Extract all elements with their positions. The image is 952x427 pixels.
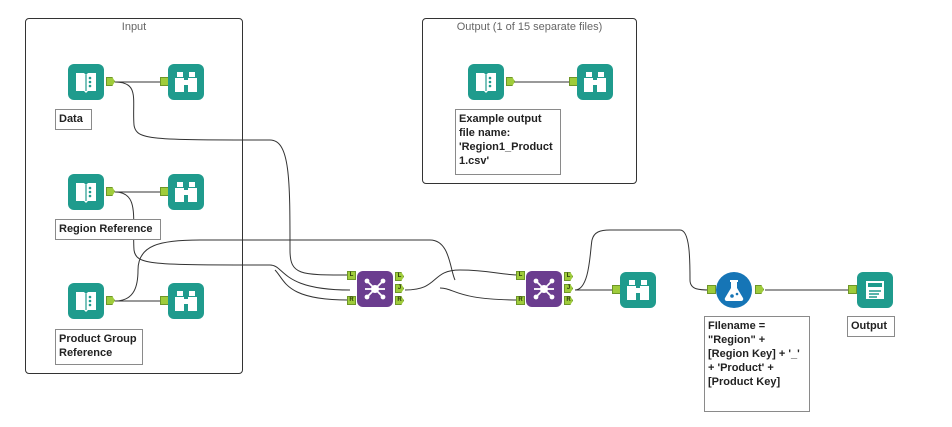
document-output-icon — [866, 281, 884, 299]
connection-join2-formula — [574, 229, 711, 291]
annotation-output: Output — [847, 316, 895, 337]
join-icon — [364, 278, 386, 300]
connection-join1-join2 — [404, 269, 521, 291]
browse-example-tool[interactable] — [577, 64, 613, 100]
input-product-tool[interactable] — [68, 283, 104, 319]
join1-join-output-anchor[interactable]: J — [395, 284, 404, 293]
book-icon — [76, 292, 96, 312]
browse-join2-tool[interactable] — [620, 272, 656, 308]
browse-product-tool[interactable] — [168, 283, 204, 319]
binoculars-icon — [627, 280, 649, 300]
browse-region-tool[interactable] — [168, 174, 204, 210]
annotation-region-reference: Region Reference — [55, 219, 161, 240]
input-region-output-anchor[interactable] — [106, 187, 115, 196]
join1-left-output-anchor[interactable]: L — [395, 272, 404, 281]
join2-left-input-anchor[interactable]: L — [516, 271, 525, 280]
binoculars-icon — [175, 291, 197, 311]
join2-join-output-anchor[interactable]: J — [564, 284, 573, 293]
formula-tool[interactable] — [716, 272, 752, 308]
join1-right-output-anchor[interactable]: R — [395, 296, 404, 305]
annotation-product-group-reference: Product Group Reference — [55, 329, 143, 365]
input-product-output-anchor[interactable] — [106, 296, 115, 305]
input-example-tool[interactable] — [468, 64, 504, 100]
join1-left-input-anchor[interactable]: L — [347, 271, 356, 280]
formula-input-anchor[interactable] — [707, 285, 716, 294]
join2-tool[interactable] — [526, 271, 562, 307]
input-example-output-anchor[interactable] — [506, 77, 515, 86]
output-input-anchor[interactable] — [848, 285, 857, 294]
book-icon — [476, 73, 496, 93]
browse-data-tool[interactable] — [168, 64, 204, 100]
book-icon — [76, 183, 96, 203]
join1-tool[interactable] — [357, 271, 393, 307]
join1-right-input-anchor[interactable]: R — [347, 296, 356, 305]
input-data-tool[interactable] — [68, 64, 104, 100]
join-icon — [533, 278, 555, 300]
annotation-data: Data — [55, 109, 92, 130]
output-container-title: Output (1 of 15 separate files) — [456, 21, 603, 33]
connection-region-join2 — [114, 191, 521, 301]
join2-right-output-anchor[interactable]: R — [564, 296, 573, 305]
input-container[interactable]: Input — [25, 18, 243, 374]
book-icon — [76, 73, 96, 93]
join2-right-input-anchor[interactable]: R — [516, 296, 525, 305]
output-container[interactable]: Output (1 of 15 separate files) — [422, 18, 637, 184]
input-data-output-anchor[interactable] — [106, 77, 115, 86]
connection-data-join1 — [114, 81, 349, 276]
annotation-filename-formula: FIlename = "Region" + [Region Key] + '_'… — [704, 316, 810, 412]
connection-product-join1 — [114, 239, 456, 302]
input-container-title: Input — [121, 21, 147, 33]
join2-left-output-anchor[interactable]: L — [564, 272, 573, 281]
annotation-example-output: Example output file name: 'Region1_Produ… — [455, 109, 561, 175]
binoculars-icon — [175, 72, 197, 92]
binoculars-icon — [584, 72, 606, 92]
output-data-tool[interactable] — [857, 272, 893, 308]
input-region-tool[interactable] — [68, 174, 104, 210]
flask-icon — [724, 280, 744, 302]
binoculars-icon — [175, 182, 197, 202]
formula-output-anchor[interactable] — [755, 285, 764, 294]
